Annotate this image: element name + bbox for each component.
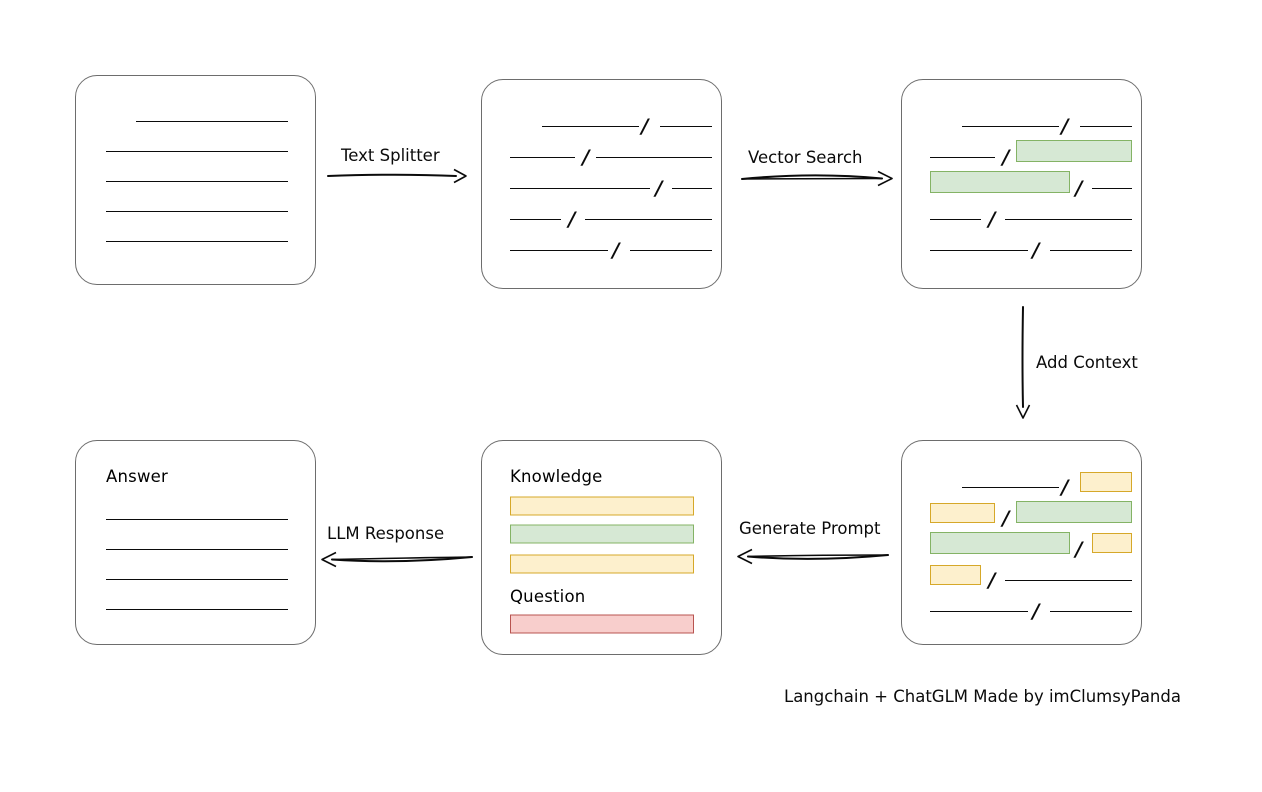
chunk-line [510, 219, 561, 220]
chunk-slash: / [1075, 537, 1083, 561]
chunk-line [672, 188, 712, 189]
chunk-line [542, 126, 639, 127]
chunk-line [510, 188, 650, 189]
chunk-line [510, 157, 575, 158]
split-chunks-box[interactable]: / / / / / [481, 79, 722, 289]
credit-text: Langchain + ChatGLM Made by imClumsyPand… [784, 687, 1181, 706]
question-chip[interactable] [510, 614, 694, 634]
arrow-label-text-splitter: Text Splitter [341, 146, 440, 165]
source-document-box[interactable] [75, 75, 316, 285]
chunk-line [660, 126, 712, 127]
question-label: Question [510, 587, 586, 606]
knowledge-label: Knowledge [510, 467, 603, 486]
chunk-line [1050, 611, 1132, 612]
chunk-line [930, 250, 1028, 251]
arrow-label-generate-prompt: Generate Prompt [739, 519, 881, 538]
chunk-line [1092, 188, 1132, 189]
chunk-line [596, 157, 712, 158]
doc-line [106, 241, 288, 242]
context-chunk-chip[interactable] [930, 565, 981, 585]
chunk-slash: / [568, 207, 576, 231]
chunk-slash: / [1061, 114, 1069, 138]
chunk-line [1050, 250, 1132, 251]
matched-chunk-chip[interactable] [1016, 140, 1132, 162]
context-chunk-chip[interactable] [930, 503, 995, 523]
answer-box[interactable]: Answer [75, 440, 316, 645]
chunk-line [1080, 126, 1132, 127]
chunk-line [1005, 580, 1132, 581]
chunk-slash: / [988, 207, 996, 231]
doc-line [106, 181, 288, 182]
matched-chunk-chip[interactable] [1016, 501, 1132, 523]
chunk-line [962, 487, 1059, 488]
chunk-slash: / [1032, 599, 1040, 623]
chunk-line [1005, 219, 1132, 220]
prompt-box[interactable]: Knowledge Question [481, 440, 722, 655]
arrow-llm-response [321, 551, 473, 568]
context-chunk-chip[interactable] [1092, 533, 1132, 553]
answer-line [106, 549, 288, 550]
arrow-text-splitter [327, 168, 467, 184]
doc-line [106, 151, 288, 152]
chunk-slash: / [1032, 238, 1040, 262]
chunk-slash: / [612, 238, 620, 262]
vector-matches-box[interactable]: / / / / / [901, 79, 1142, 289]
chunk-line [930, 157, 995, 158]
knowledge-chip[interactable] [510, 496, 694, 516]
knowledge-chip[interactable] [510, 554, 694, 574]
chunk-line [930, 219, 981, 220]
answer-line [106, 579, 288, 580]
chunk-slash: / [1061, 475, 1069, 499]
arrow-add-context [1015, 306, 1031, 419]
chunk-slash: / [1002, 506, 1010, 530]
chunk-line [962, 126, 1059, 127]
chunk-slash: / [655, 176, 663, 200]
context-chunks-box[interactable]: / / / / / [901, 440, 1142, 645]
arrow-generate-prompt [737, 548, 889, 565]
arrow-label-add-context: Add Context [1036, 353, 1138, 372]
knowledge-chip[interactable] [510, 524, 694, 544]
arrow-label-vector-search: Vector Search [748, 148, 863, 167]
arrow-vector-search [741, 170, 893, 187]
chunk-line [630, 250, 712, 251]
answer-label: Answer [106, 467, 168, 486]
matched-chunk-chip[interactable] [930, 532, 1070, 554]
doc-line [106, 211, 288, 212]
answer-line [106, 519, 288, 520]
chunk-slash: / [641, 114, 649, 138]
doc-line [136, 121, 288, 122]
matched-chunk-chip[interactable] [930, 171, 1070, 193]
chunk-slash: / [988, 568, 996, 592]
chunk-slash: / [1002, 145, 1010, 169]
context-chunk-chip[interactable] [1080, 472, 1132, 492]
answer-line [106, 609, 288, 610]
chunk-line [510, 250, 608, 251]
chunk-line [585, 219, 712, 220]
chunk-slash: / [1075, 176, 1083, 200]
chunk-slash: / [582, 145, 590, 169]
arrow-label-llm-response: LLM Response [327, 524, 445, 543]
chunk-line [930, 611, 1028, 612]
